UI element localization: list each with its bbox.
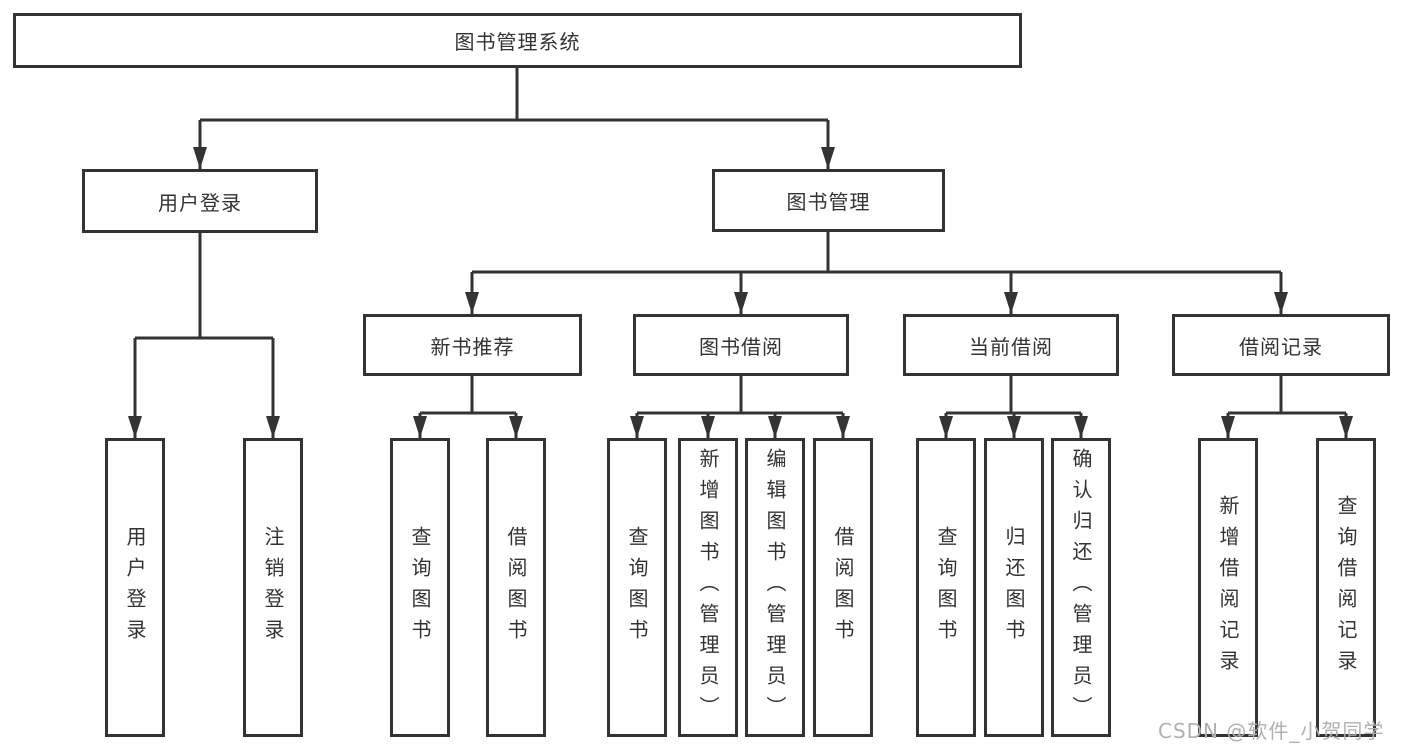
arrowheads-new-book-children — [413, 416, 523, 438]
csdn-watermark: CSDN @软件_小贺同学 — [1158, 719, 1385, 743]
connector-borrow-record-children — [1226, 376, 1348, 438]
node-borrow-records-label: 借阅记录 — [1239, 334, 1323, 359]
node-book-management: 图书管理 — [712, 169, 945, 232]
node-borrow-records: 借阅记录 — [1172, 314, 1390, 376]
arrowheads-book-management-children — [465, 292, 1288, 314]
arrowheads-borrow-record-children — [1221, 416, 1353, 438]
node-new-book-recommend-label: 新书推荐 — [430, 334, 515, 359]
leaf-return-books-label: 归还图书 — [1002, 525, 1026, 650]
leaf-add-books-admin: 新增图书（管理员） — [678, 438, 738, 737]
leaf-borrow-books-recommend: 借阅图书 — [486, 438, 546, 737]
leaf-borrow-books-label: 借阅图书 — [831, 525, 855, 650]
leaf-edit-books-admin: 编辑图书（管理员） — [745, 438, 805, 737]
leaf-add-borrow-record-label: 新增借阅记录 — [1216, 494, 1240, 681]
leaf-add-books-admin-label: 新增图书（管理员） — [696, 448, 720, 727]
connector-new-book-children — [418, 376, 518, 438]
leaf-add-borrow-record: 新增借阅记录 — [1198, 438, 1258, 737]
arrowheads-root-to-level2 — [193, 147, 835, 169]
leaf-query-books-current: 查询图书 — [916, 438, 976, 737]
leaf-return-books: 归还图书 — [984, 438, 1044, 737]
node-new-book-recommend: 新书推荐 — [363, 314, 582, 376]
leaf-query-borrow-record-label: 查询借阅记录 — [1334, 494, 1358, 681]
arrowheads-current-borrow-children — [939, 416, 1088, 438]
leaf-query-books-borrow: 查询图书 — [607, 438, 667, 737]
leaf-query-books-recommend-label: 查询图书 — [408, 525, 432, 650]
arrowheads-book-borrow-children — [630, 416, 850, 438]
leaf-edit-books-admin-label: 编辑图书（管理员） — [763, 448, 787, 727]
node-book-borrow: 图书借阅 — [633, 314, 849, 376]
leaf-user-login: 用户登录 — [105, 438, 165, 737]
leaf-borrow-books-recommend-label: 借阅图书 — [504, 525, 528, 650]
connector-book-management-children — [470, 232, 1283, 314]
node-library-system: 图书管理系统 — [13, 13, 1022, 68]
leaf-borrow-books: 借阅图书 — [813, 438, 873, 737]
node-current-borrow: 当前借阅 — [903, 314, 1119, 376]
connector-root-to-level2 — [198, 68, 830, 169]
node-user-login: 用户登录 — [82, 169, 318, 233]
node-user-login-label: 用户登录 — [158, 190, 242, 215]
leaf-confirm-return-admin-label: 确认归还（管理员） — [1069, 448, 1093, 727]
arrowheads-user-login-children — [128, 416, 280, 438]
leaf-query-books-current-label: 查询图书 — [934, 525, 958, 650]
leaf-confirm-return-admin: 确认归还（管理员） — [1051, 438, 1111, 737]
connector-book-borrow-children — [635, 376, 845, 438]
leaf-logout: 注销登录 — [243, 438, 303, 737]
node-book-management-label: 图书管理 — [786, 190, 871, 214]
node-library-system-label: 图书管理系统 — [454, 30, 581, 54]
connector-user-login-children — [133, 233, 275, 438]
leaf-logout-label: 注销登录 — [261, 525, 285, 650]
node-book-borrow-label: 图书借阅 — [699, 334, 783, 359]
node-current-borrow-label: 当前借阅 — [969, 334, 1053, 359]
leaf-user-login-label: 用户登录 — [123, 525, 147, 650]
leaf-query-books-recommend: 查询图书 — [390, 438, 450, 737]
leaf-query-borrow-record: 查询借阅记录 — [1316, 438, 1376, 737]
leaf-query-books-borrow-label: 查询图书 — [625, 525, 649, 650]
